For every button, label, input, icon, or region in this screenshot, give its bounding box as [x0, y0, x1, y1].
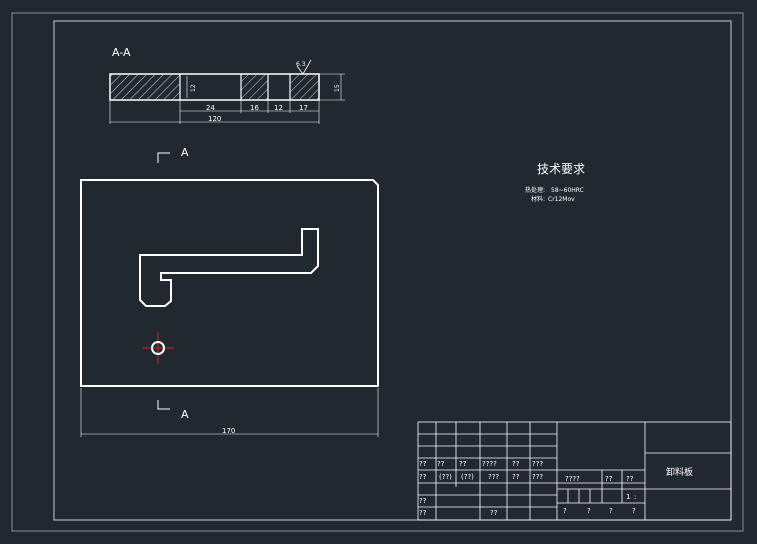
dim-170: 170: [222, 427, 235, 435]
tech-line1-label: 热处理:: [525, 186, 545, 194]
tb-cell: ??: [419, 460, 427, 468]
tech-line2-label: 材料:: [531, 195, 545, 203]
section-arrow-label-bottom: A: [181, 408, 189, 421]
dim-24: 24: [206, 104, 215, 112]
roughness-symbol: [296, 59, 312, 75]
tb-cell: :: [634, 493, 636, 501]
hatch-region-3: [290, 75, 318, 99]
tb-cell: ?: [563, 507, 567, 515]
tb-cell: ?: [632, 507, 636, 515]
section-view: A-A 12 6.3 15: [109, 46, 345, 124]
hole-circle: [151, 341, 165, 355]
hatch-region-1: [111, 75, 180, 99]
tech-line1-value: 58~60HRC: [551, 187, 584, 194]
tb-cell: 1: [626, 493, 630, 501]
tb-cell: ??: [419, 497, 427, 505]
tb-cell: ??: [490, 509, 498, 517]
slot-outline: [139, 228, 319, 307]
part-name: 卸料板: [666, 466, 693, 478]
roughness-value: 6.3: [296, 61, 306, 68]
plan-view: A A 170: [80, 146, 379, 437]
section-label: A-A: [112, 46, 131, 59]
title-block: [417, 421, 732, 521]
tb-cell: (??): [461, 473, 474, 481]
dim-17: 17: [299, 104, 308, 112]
tb-cell: ??: [459, 460, 467, 468]
hatch-region-2: [241, 75, 268, 99]
tech-requirements: 技术要求 热处理: 58~60HRC 材料: Cr12Mov: [525, 162, 585, 203]
title-block-text: 卸料板 ?? ?? ?? ???? ?? ??? ?? (??) (??) ??…: [419, 460, 693, 517]
tb-cell: ??: [512, 460, 520, 468]
tb-cell: ????: [482, 460, 497, 468]
dim-height-15: 15: [334, 84, 341, 92]
tb-cell: ?: [609, 507, 613, 515]
tb-cell: ??: [605, 475, 613, 483]
tb-cell: ??: [437, 460, 445, 468]
dim-12: 12: [274, 104, 283, 112]
section-arrow-label-top: A: [181, 146, 189, 159]
inner-frame: [53, 20, 732, 521]
section-outline: [109, 73, 320, 101]
dim-inner-12: 12: [190, 84, 197, 92]
tb-cell: (??): [439, 473, 452, 481]
tech-line2-value: Cr12Mov: [548, 196, 575, 203]
tb-cell: ??: [419, 509, 427, 517]
tb-cell: ????: [565, 475, 580, 483]
tb-cell: ??: [626, 475, 634, 483]
tb-cell: ?: [587, 507, 591, 515]
dim-16: 16: [250, 104, 259, 112]
plate-outline: [80, 179, 379, 387]
tb-cell: ???: [488, 473, 499, 481]
outer-frame: [11, 12, 744, 532]
tb-cell: ???: [532, 473, 543, 481]
tech-title: 技术要求: [537, 162, 585, 176]
dim-120: 120: [208, 115, 221, 123]
tb-cell: ??: [419, 473, 427, 481]
tb-cell: ??: [512, 473, 520, 481]
tb-cell: ???: [532, 460, 543, 468]
